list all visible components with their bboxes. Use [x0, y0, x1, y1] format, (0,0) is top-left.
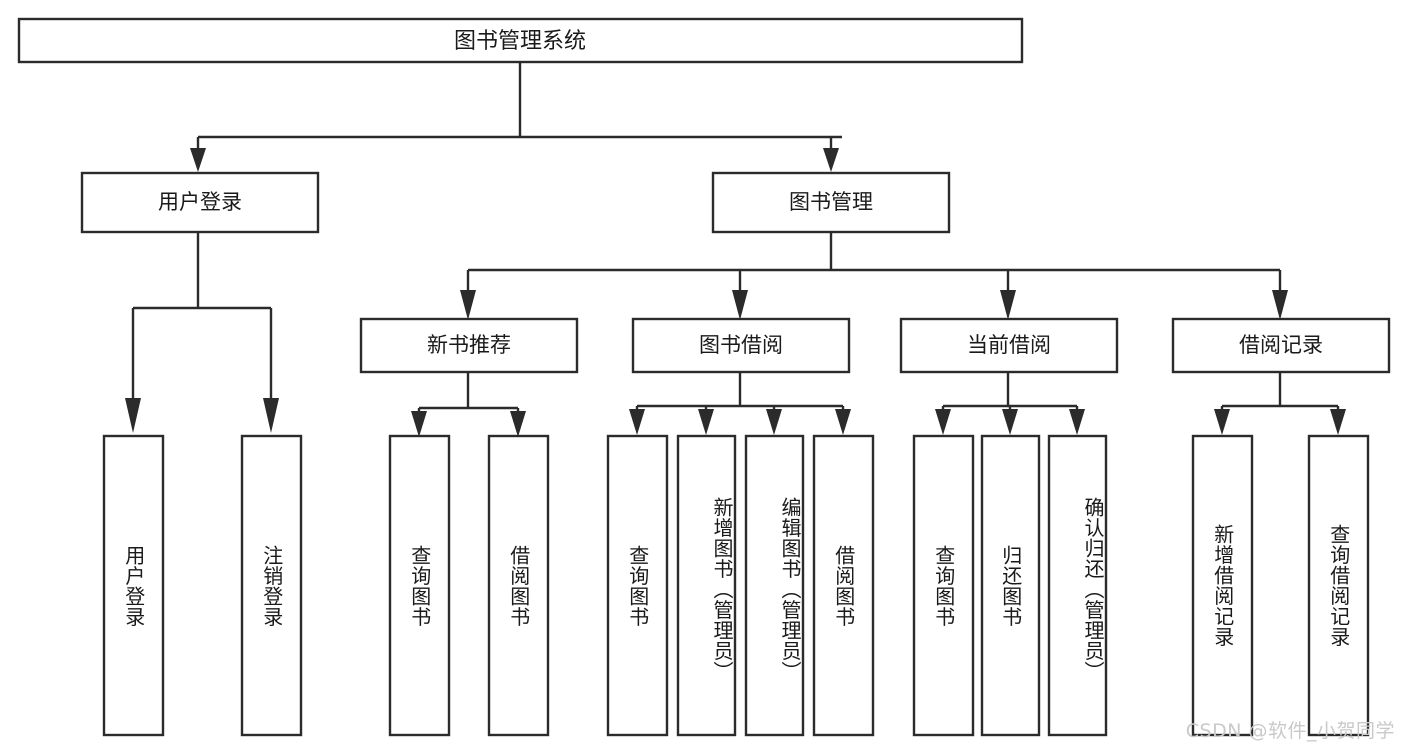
- node-leaf-user-logout-box[interactable]: [240, 434, 303, 737]
- arrow-to-new-book-recommendation: [460, 290, 476, 320]
- node-user-login-box[interactable]: [80, 171, 320, 234]
- node-root-label: 图书管理系统: [454, 29, 586, 54]
- node-leaf-edit-book-admin-box[interactable]: [744, 434, 805, 737]
- node-book-management-box[interactable]: [711, 171, 951, 234]
- node-new-book-recommendation[interactable]: 新书推荐: [359, 317, 579, 374]
- arrow-to-leaf-edit-book-admin: [766, 409, 782, 435]
- node-root[interactable]: 图书管理系统: [17, 17, 1024, 64]
- node-borrow-record[interactable]: 借阅记录: [1171, 317, 1391, 374]
- arrow-to-book-management: [823, 148, 839, 172]
- arrow-to-leaf-add-book-admin: [698, 409, 714, 435]
- node-new-book-recommendation-box[interactable]: [359, 317, 579, 374]
- node-leaf-query-book-1-box[interactable]: [388, 434, 451, 737]
- node-leaf-user-login-box[interactable]: [102, 434, 165, 737]
- arrow-to-borrow-record: [1272, 290, 1288, 320]
- arrow-to-book-borrow: [732, 290, 748, 320]
- node-leaf-add-borrow-record-box[interactable]: [1191, 434, 1254, 737]
- node-borrow-record-box[interactable]: [1171, 317, 1391, 374]
- arrow-to-leaf-return-book: [1002, 409, 1018, 435]
- arrow-to-leaf-borrow-book-1: [510, 411, 526, 437]
- node-book-management[interactable]: 图书管理: [711, 171, 951, 234]
- arrow-to-leaf-user-logout: [263, 398, 279, 433]
- node-leaf-query-borrow-record-box[interactable]: [1307, 434, 1370, 737]
- node-leaf-borrow-book-2-box[interactable]: [812, 434, 875, 737]
- node-user-login[interactable]: 用户登录: [80, 171, 320, 234]
- arrow-to-current-borrow: [1000, 290, 1016, 320]
- node-current-borrow[interactable]: 当前借阅: [899, 317, 1119, 374]
- node-book-borrow-label: 图书借阅: [699, 333, 783, 357]
- node-new-book-recommendation-label: 新书推荐: [427, 333, 511, 357]
- node-book-management-label: 图书管理: [789, 190, 873, 214]
- node-leaf-return-book-box[interactable]: [980, 434, 1041, 737]
- csdn-watermark: CSDN @软件_小贺同学: [1185, 720, 1395, 742]
- node-leaf-query-book-3-box[interactable]: [912, 434, 975, 737]
- node-user-login-label: 用户登录: [158, 190, 242, 214]
- edge-layer: [125, 62, 1346, 437]
- node-leaf-query-book-2-box[interactable]: [606, 434, 669, 737]
- arrow-to-user-login: [190, 148, 206, 172]
- node-leaf-borrow-book-1-box[interactable]: [487, 434, 550, 737]
- node-book-borrow-box[interactable]: [631, 317, 851, 374]
- node-current-borrow-label: 当前借阅: [967, 333, 1051, 357]
- node-borrow-record-label: 借阅记录: [1239, 333, 1323, 357]
- arrow-to-leaf-user-login: [125, 398, 141, 433]
- node-root-box[interactable]: [17, 17, 1024, 64]
- node-leaf-add-book-admin-box[interactable]: [676, 434, 737, 737]
- arrow-to-leaf-confirm-return-admin: [1069, 409, 1085, 435]
- arrow-to-leaf-add-borrow-record: [1214, 409, 1230, 435]
- node-leaf-confirm-return-admin-box[interactable]: [1047, 434, 1108, 737]
- arrow-to-leaf-query-book-3: [935, 409, 951, 435]
- node-current-borrow-box[interactable]: [899, 317, 1119, 374]
- arrow-to-leaf-query-borrow-record: [1330, 409, 1346, 435]
- arrow-to-leaf-borrow-book-2: [835, 409, 851, 435]
- node-book-borrow[interactable]: 图书借阅: [631, 317, 851, 374]
- arrow-to-leaf-query-book-2: [629, 409, 645, 435]
- arrow-to-leaf-query-book-1: [411, 411, 427, 437]
